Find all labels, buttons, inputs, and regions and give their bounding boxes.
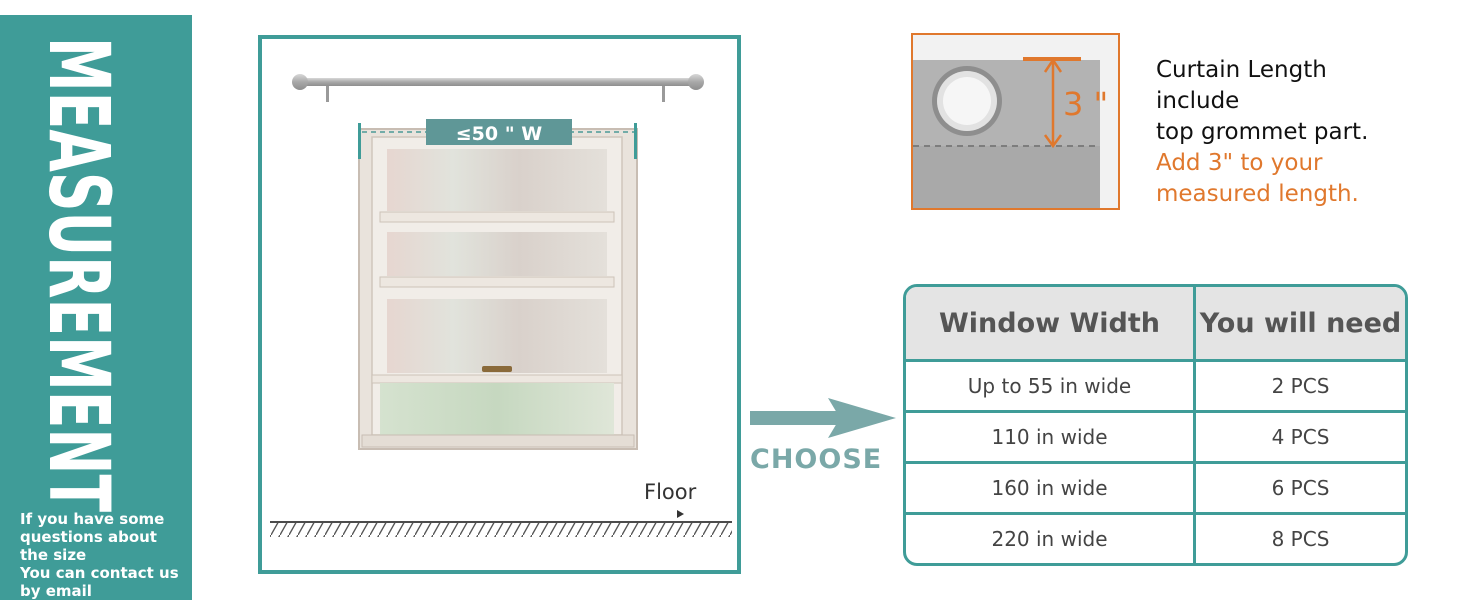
- table-row: 110 in wide 4 PCS: [906, 413, 1405, 464]
- cell-pieces: 6 PCS: [1196, 464, 1405, 515]
- cell-width: 110 in wide: [906, 413, 1196, 464]
- window-diagram: ≤50 " W: [270, 74, 732, 537]
- table-row: 160 in wide 6 PCS: [906, 464, 1405, 515]
- choose-arrow-icon: [750, 398, 896, 438]
- choose-label: CHOOSE: [750, 444, 883, 475]
- size-table: Window Width You will need Up to 55 in w…: [903, 284, 1408, 566]
- header-you-will-need: You will need: [1196, 287, 1405, 362]
- table-row: Up to 55 in wide 2 PCS: [906, 362, 1405, 413]
- note-line-5: measured length.: [1156, 181, 1359, 207]
- grommet-measure-label: 3 ": [1063, 85, 1108, 123]
- header-window-width: Window Width: [906, 287, 1196, 362]
- note-line-3: top grommet part.: [1156, 119, 1369, 145]
- cell-pieces: 2 PCS: [1196, 362, 1405, 413]
- note-line-2: include: [1156, 88, 1240, 114]
- sidebar: MEASUREMENT If you have some questions a…: [0, 15, 192, 600]
- cell-width: 220 in wide: [906, 515, 1196, 563]
- cell-pieces: 8 PCS: [1271, 527, 1330, 551]
- cell-pieces: 4 PCS: [1196, 413, 1405, 464]
- note-line-1: Curtain Length: [1156, 57, 1327, 83]
- curtain-length-note: Curtain Length include top grommet part.…: [1156, 55, 1368, 210]
- sidebar-title-text: MEASUREMENT: [30, 37, 128, 512]
- width-label: ≤50 " W: [456, 123, 542, 145]
- sidebar-title: MEASUREMENT: [30, 37, 128, 512]
- curtain-rod: [292, 74, 704, 102]
- window-illustration: ≤50 " W: [358, 119, 638, 450]
- contact-text: If you have some questions about the siz…: [20, 510, 179, 600]
- grommet-detail: 3 ": [911, 33, 1120, 210]
- cell-width: 160 in wide: [906, 464, 1196, 515]
- table-header-row: Window Width You will need: [906, 287, 1405, 362]
- note-line-4: Add 3" to your: [1156, 150, 1323, 176]
- floor-line: [270, 510, 732, 537]
- window-diagram-panel: ≤50 " W: [258, 35, 741, 574]
- table-row: 220 in wide 8 PCS: [906, 515, 1405, 563]
- floor-label: Floor: [644, 480, 697, 504]
- cell-width: Up to 55 in wide: [906, 362, 1196, 413]
